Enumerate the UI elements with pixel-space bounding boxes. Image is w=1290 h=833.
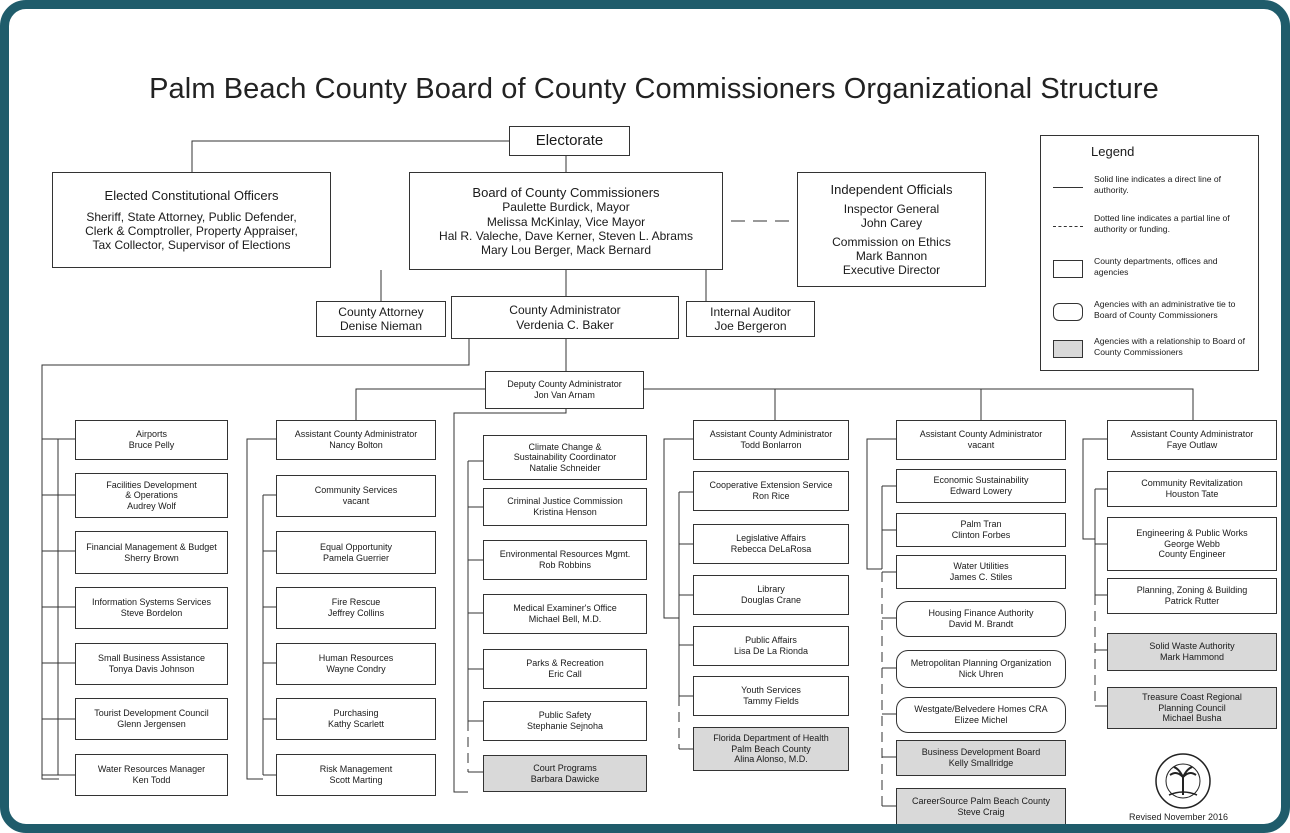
legend-solid-line: Solid line indicates a direct line of au… xyxy=(1053,174,1253,204)
electorate-label: Electorate xyxy=(535,132,604,150)
internal-auditor-box: Internal Auditor Joe Bergeron xyxy=(686,301,815,337)
legend-dotted-line: Dotted line indicates a partial line of … xyxy=(1053,213,1253,243)
independent-officials-box: Independent Officials Inspector General … xyxy=(797,172,986,287)
dashed-line-icon xyxy=(1053,217,1083,227)
board-line: Hal R. Valeche, Dave Kerner, Steven L. A… xyxy=(439,228,693,243)
deputy-title: Deputy County Administrator xyxy=(507,379,622,390)
board-line: Melissa McKinlay, Vice Mayor xyxy=(486,214,646,229)
county-seal-icon xyxy=(1155,753,1211,809)
board-line: Mary Lou Berger, Mack Bernard xyxy=(480,242,652,257)
deputy-administrator-box: Deputy County Administrator Jon Van Arna… xyxy=(485,371,644,409)
administrator-title: County Administrator xyxy=(509,303,621,318)
county-attorney-box: County Attorney Denise Nieman xyxy=(316,301,446,337)
independent-line: John Carey xyxy=(860,216,923,231)
dept-box: Climate Change &Sustainability Coordinat… xyxy=(483,435,647,480)
auditor-title: Internal Auditor xyxy=(710,304,791,319)
revised-date: Revised November 2016 xyxy=(1129,812,1229,822)
dept-box: Environmental Resources Mgmt.Rob Robbins xyxy=(483,540,647,580)
administrator-name: Verdenia C. Baker xyxy=(516,317,614,332)
constitutional-line: Clerk & Comptroller, Property Appraiser, xyxy=(85,224,298,239)
constitutional-heading: Elected Constitutional Officers xyxy=(104,187,279,203)
constitutional-line: Sheriff, State Attorney, Public Defender… xyxy=(86,209,297,224)
independent-line: Mark Bannon xyxy=(855,248,928,263)
legend-relationship: Agencies with a relationship to Board of… xyxy=(1053,336,1253,366)
legend: Legend Solid line indicates a direct lin… xyxy=(1040,135,1259,371)
legend-title: Legend xyxy=(1091,144,1135,159)
square-box-icon xyxy=(1053,260,1083,278)
gray-box-icon xyxy=(1053,340,1083,358)
connector-lines xyxy=(41,140,1194,807)
legend-departments: County departments, offices and agencies xyxy=(1053,256,1253,286)
board-line: Paulette Burdick, Mayor xyxy=(502,200,630,215)
independent-line: Commission on Ethics xyxy=(832,234,951,249)
constitutional-line: Tax Collector, Supervisor of Elections xyxy=(92,238,291,253)
page-title: Palm Beach County Board of County Commis… xyxy=(149,73,1159,105)
legend-admin-tie: Agencies with an administrative tie to B… xyxy=(1053,299,1253,329)
solid-line-icon xyxy=(1053,178,1083,188)
board-of-commissioners-box: Board of County Commissioners Paulette B… xyxy=(409,172,723,270)
deputy-name: Jon Van Arnam xyxy=(534,390,595,400)
independent-heading: Independent Officials xyxy=(830,181,953,197)
county-administrator-box: County Administrator Verdenia C. Baker xyxy=(451,296,679,339)
auditor-name: Joe Bergeron xyxy=(714,319,787,333)
attorney-title: County Attorney xyxy=(338,304,424,319)
constitutional-officers-box: Elected Constitutional Officers Sheriff,… xyxy=(52,172,331,268)
rounded-box-icon xyxy=(1053,303,1083,321)
board-heading: Board of County Commissioners xyxy=(472,185,660,201)
independent-line: Inspector General xyxy=(843,202,940,217)
electorate-box: Electorate xyxy=(509,126,630,156)
independent-line: Executive Director xyxy=(842,262,941,277)
attorney-name: Denise Nieman xyxy=(339,319,423,333)
